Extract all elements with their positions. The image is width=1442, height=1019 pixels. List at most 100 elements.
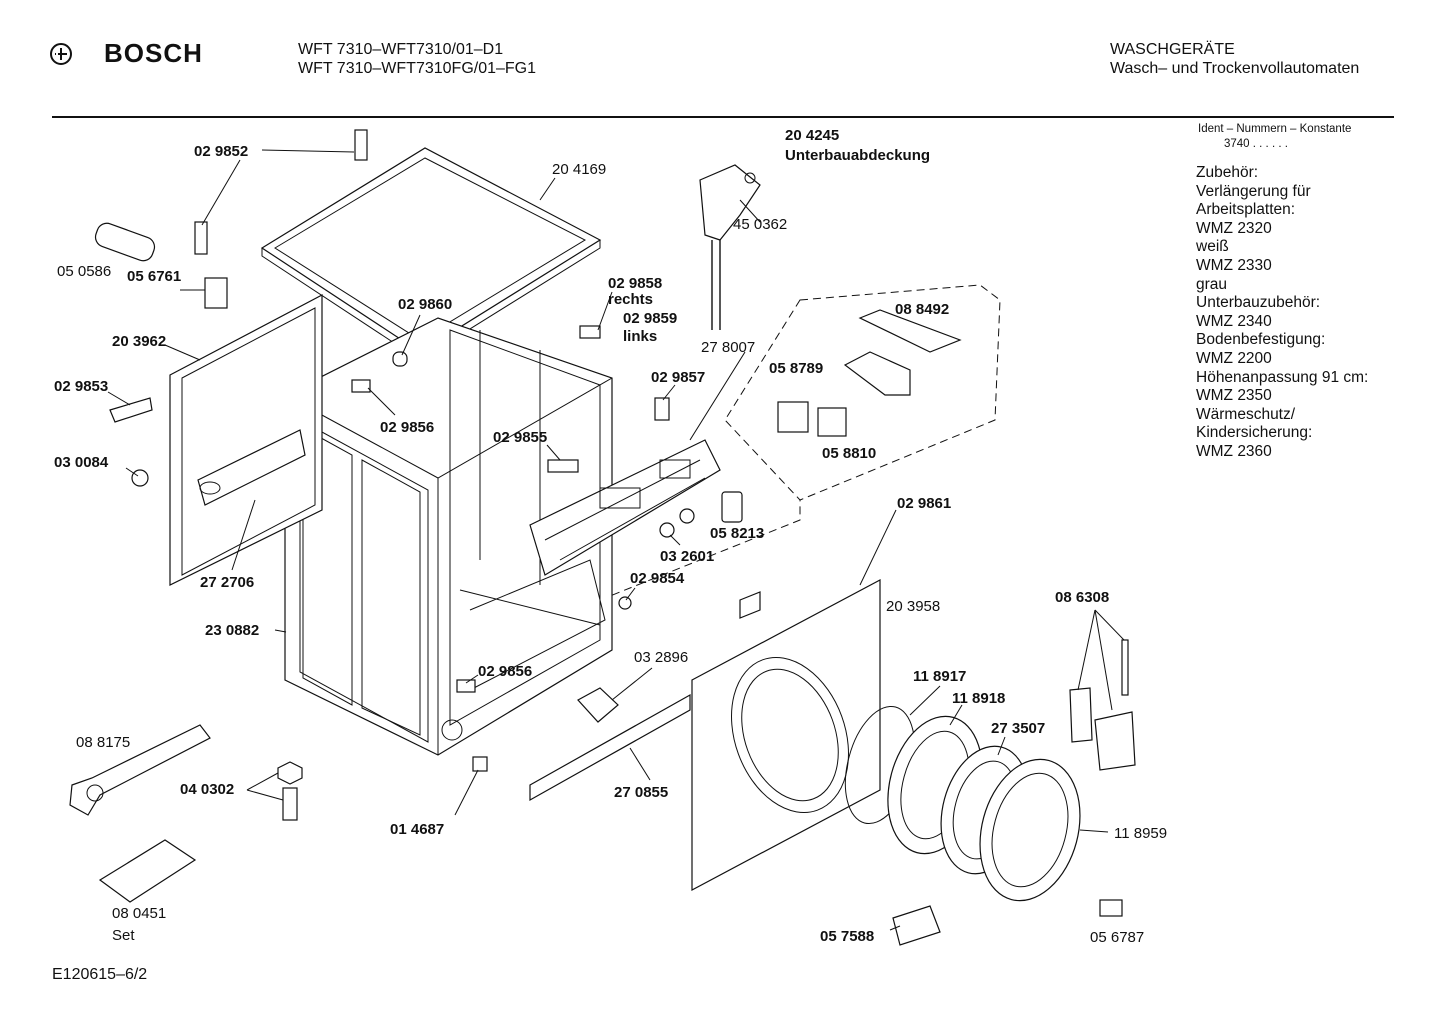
bosch-logo: BOSCH — [50, 38, 203, 69]
handle-056787 — [1099, 899, 1123, 917]
grommet-032601b — [679, 508, 695, 524]
part-label-270855: 27 0855 — [614, 784, 668, 801]
part-label-230882: 23 0882 — [205, 622, 259, 639]
part-label-450362: 45 0362 — [733, 216, 787, 233]
part-label-029854: 02 9854 — [630, 570, 685, 587]
part-label-272706: 27 2706 — [200, 574, 254, 591]
bracket-front — [739, 591, 761, 619]
part-label-118959: 11 8959 — [1114, 825, 1167, 842]
hinge-032896 — [577, 687, 619, 723]
ident-value: 3740 . . . . . . — [1224, 138, 1288, 150]
accessory-line: Unterbauzubehör: — [1196, 294, 1321, 312]
spanner-088175 — [69, 724, 211, 816]
grommet-032601a — [659, 522, 675, 538]
category-subtitle: Wasch– und Trockenvollautomaten — [1110, 60, 1360, 77]
part-label-rechts: rechts — [608, 291, 653, 308]
model-line-2: WFT 7310–WFT7310FG/01–FG1 — [298, 60, 537, 77]
bracket-029853 — [109, 397, 153, 423]
leader-lines — [107, 149, 1125, 931]
bolt-040302 — [282, 787, 298, 821]
part-label-056787: 05 6787 — [1090, 929, 1144, 946]
accessory-line: Zubehör: — [1196, 164, 1259, 181]
holder-088492 — [843, 351, 911, 396]
part-label-unterbau: Unterbauabdeckung — [785, 147, 930, 164]
category-block: WASCHGERÄTE Wasch– und Trockenvollautoma… — [1110, 40, 1359, 78]
accessory-line: Bodenbefestigung: — [1196, 331, 1326, 349]
part-label-032896: 03 2896 — [634, 649, 688, 666]
plug-029854 — [618, 596, 632, 610]
clip-029855 — [547, 459, 579, 473]
part-label-029856b: 02 9856 — [478, 663, 532, 680]
part-label-032601: 03 2601 — [660, 548, 714, 565]
gasket-058213 — [721, 491, 743, 523]
accessory-line: WMZ 2330 — [1196, 256, 1272, 274]
category-title: WASCHGERÄTE — [1110, 41, 1235, 58]
bosch-armature-icon — [50, 42, 72, 65]
switch-058789 — [777, 401, 809, 433]
accessory-line: WMZ 2200 — [1196, 349, 1272, 367]
clip-029856-bottom — [456, 679, 476, 693]
door-ring-outer — [979, 758, 1081, 902]
accessory-line: Höhenanpassung 91 cm: — [1196, 368, 1369, 386]
drawing-id: E120615–6/2 — [52, 966, 148, 983]
clip-029856-top — [351, 379, 371, 393]
knob-030084 — [131, 469, 149, 487]
part-label-086308: 08 6308 — [1055, 589, 1109, 606]
accessory-line: WMZ 2360 — [1196, 442, 1272, 460]
part-label-029861: 02 9861 — [897, 495, 951, 512]
plug-029860 — [392, 351, 408, 367]
ident-label: Ident – Nummern – Konstante — [1198, 123, 1352, 135]
part-label-088492: 08 8492 — [895, 301, 949, 318]
part-label-set: Set — [112, 927, 135, 944]
part-label-029852: 02 9852 — [194, 143, 248, 160]
plate-088492 — [858, 309, 962, 353]
part-label-118917: 11 8917 — [913, 668, 966, 685]
nut-014687 — [472, 756, 488, 772]
part-label-029855: 02 9855 — [493, 429, 547, 446]
accessory-line: Arbeitsplatten: — [1196, 201, 1296, 219]
control-area-outline — [599, 500, 801, 601]
model-numbers: WFT 7310–WFT7310/01–D1 WFT 7310–WFT7310F… — [298, 40, 536, 78]
clip-029852-top — [354, 129, 368, 161]
nut-040302 — [277, 761, 303, 785]
switch-058810 — [817, 407, 847, 437]
front-panel — [691, 579, 881, 891]
part-label-204245: 20 4245 — [785, 127, 839, 144]
part-label-278007: 27 8007 — [701, 339, 755, 356]
clip-029857 — [654, 397, 670, 421]
part-label-080451: 08 0451 — [112, 905, 166, 922]
accessory-line: Kindersicherung: — [1196, 424, 1313, 442]
part-label-040302: 04 0302 — [180, 781, 234, 798]
bracket-056761 — [204, 277, 228, 309]
accessory-line: grau — [1196, 275, 1228, 293]
clip-029858 — [579, 325, 601, 339]
cabinet-body — [284, 317, 613, 756]
part-label-links: links — [623, 328, 657, 345]
accessory-line: Verlängerung für — [1196, 182, 1311, 200]
part-label-118918: 11 8918 — [952, 690, 1005, 707]
part-label-029858: 02 9858 — [608, 275, 662, 292]
part-label-204169: 20 4169 — [552, 161, 606, 178]
accessory-line: WMZ 2340 — [1196, 312, 1272, 330]
part-label-029859: 02 9859 — [623, 310, 677, 327]
accessory-line: WMZ 2320 — [1196, 219, 1272, 237]
part-label-029857: 02 9857 — [651, 369, 705, 386]
model-line-1: WFT 7310–WFT7310/01–D1 — [298, 41, 504, 58]
part-label-029856a: 02 9856 — [380, 419, 434, 436]
pump-filter-part — [94, 222, 156, 262]
part-label-058213: 05 8213 — [710, 525, 764, 542]
set-plate-080451 — [98, 839, 197, 903]
part-label-058789: 05 8789 — [769, 360, 823, 377]
part-label-029860: 02 9860 — [398, 296, 452, 313]
part-label-014687: 01 4687 — [390, 821, 444, 838]
brand-name: BOSCH — [104, 38, 203, 68]
clip-029852-bottom — [194, 221, 208, 255]
part-label-057588: 05 7588 — [820, 928, 874, 945]
part-label-029853: 02 9853 — [54, 378, 108, 395]
accessory-line: weiß — [1196, 238, 1229, 256]
part-label-050586: 05 0586 — [57, 263, 111, 280]
mains-plug — [699, 164, 761, 241]
